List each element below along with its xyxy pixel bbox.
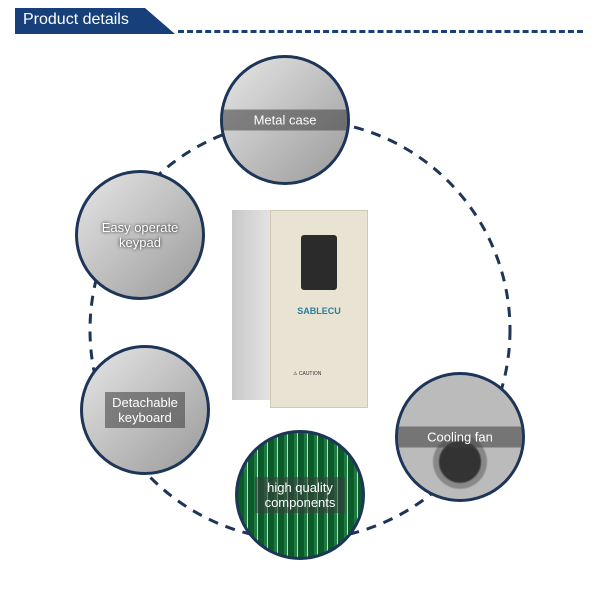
feature-metal-case: Metal case — [220, 55, 350, 185]
brand-logo: SABLECU — [297, 306, 341, 316]
feature-components: high quality components — [235, 430, 365, 560]
feature-keypad: Easy operate keypad — [75, 170, 205, 300]
feature-detachable-keyboard: Detachable keyboard — [80, 345, 210, 475]
section-title: Product details — [23, 11, 129, 28]
header-divider — [178, 30, 583, 33]
keypad-image — [301, 235, 337, 290]
feature-cooling-fan: Cooling fan — [395, 372, 525, 502]
product-image: SABLECU ⚠ CAUTION — [232, 198, 368, 408]
section-header: Product details — [15, 8, 175, 34]
caution-label: ⚠ CAUTION — [293, 371, 322, 377]
